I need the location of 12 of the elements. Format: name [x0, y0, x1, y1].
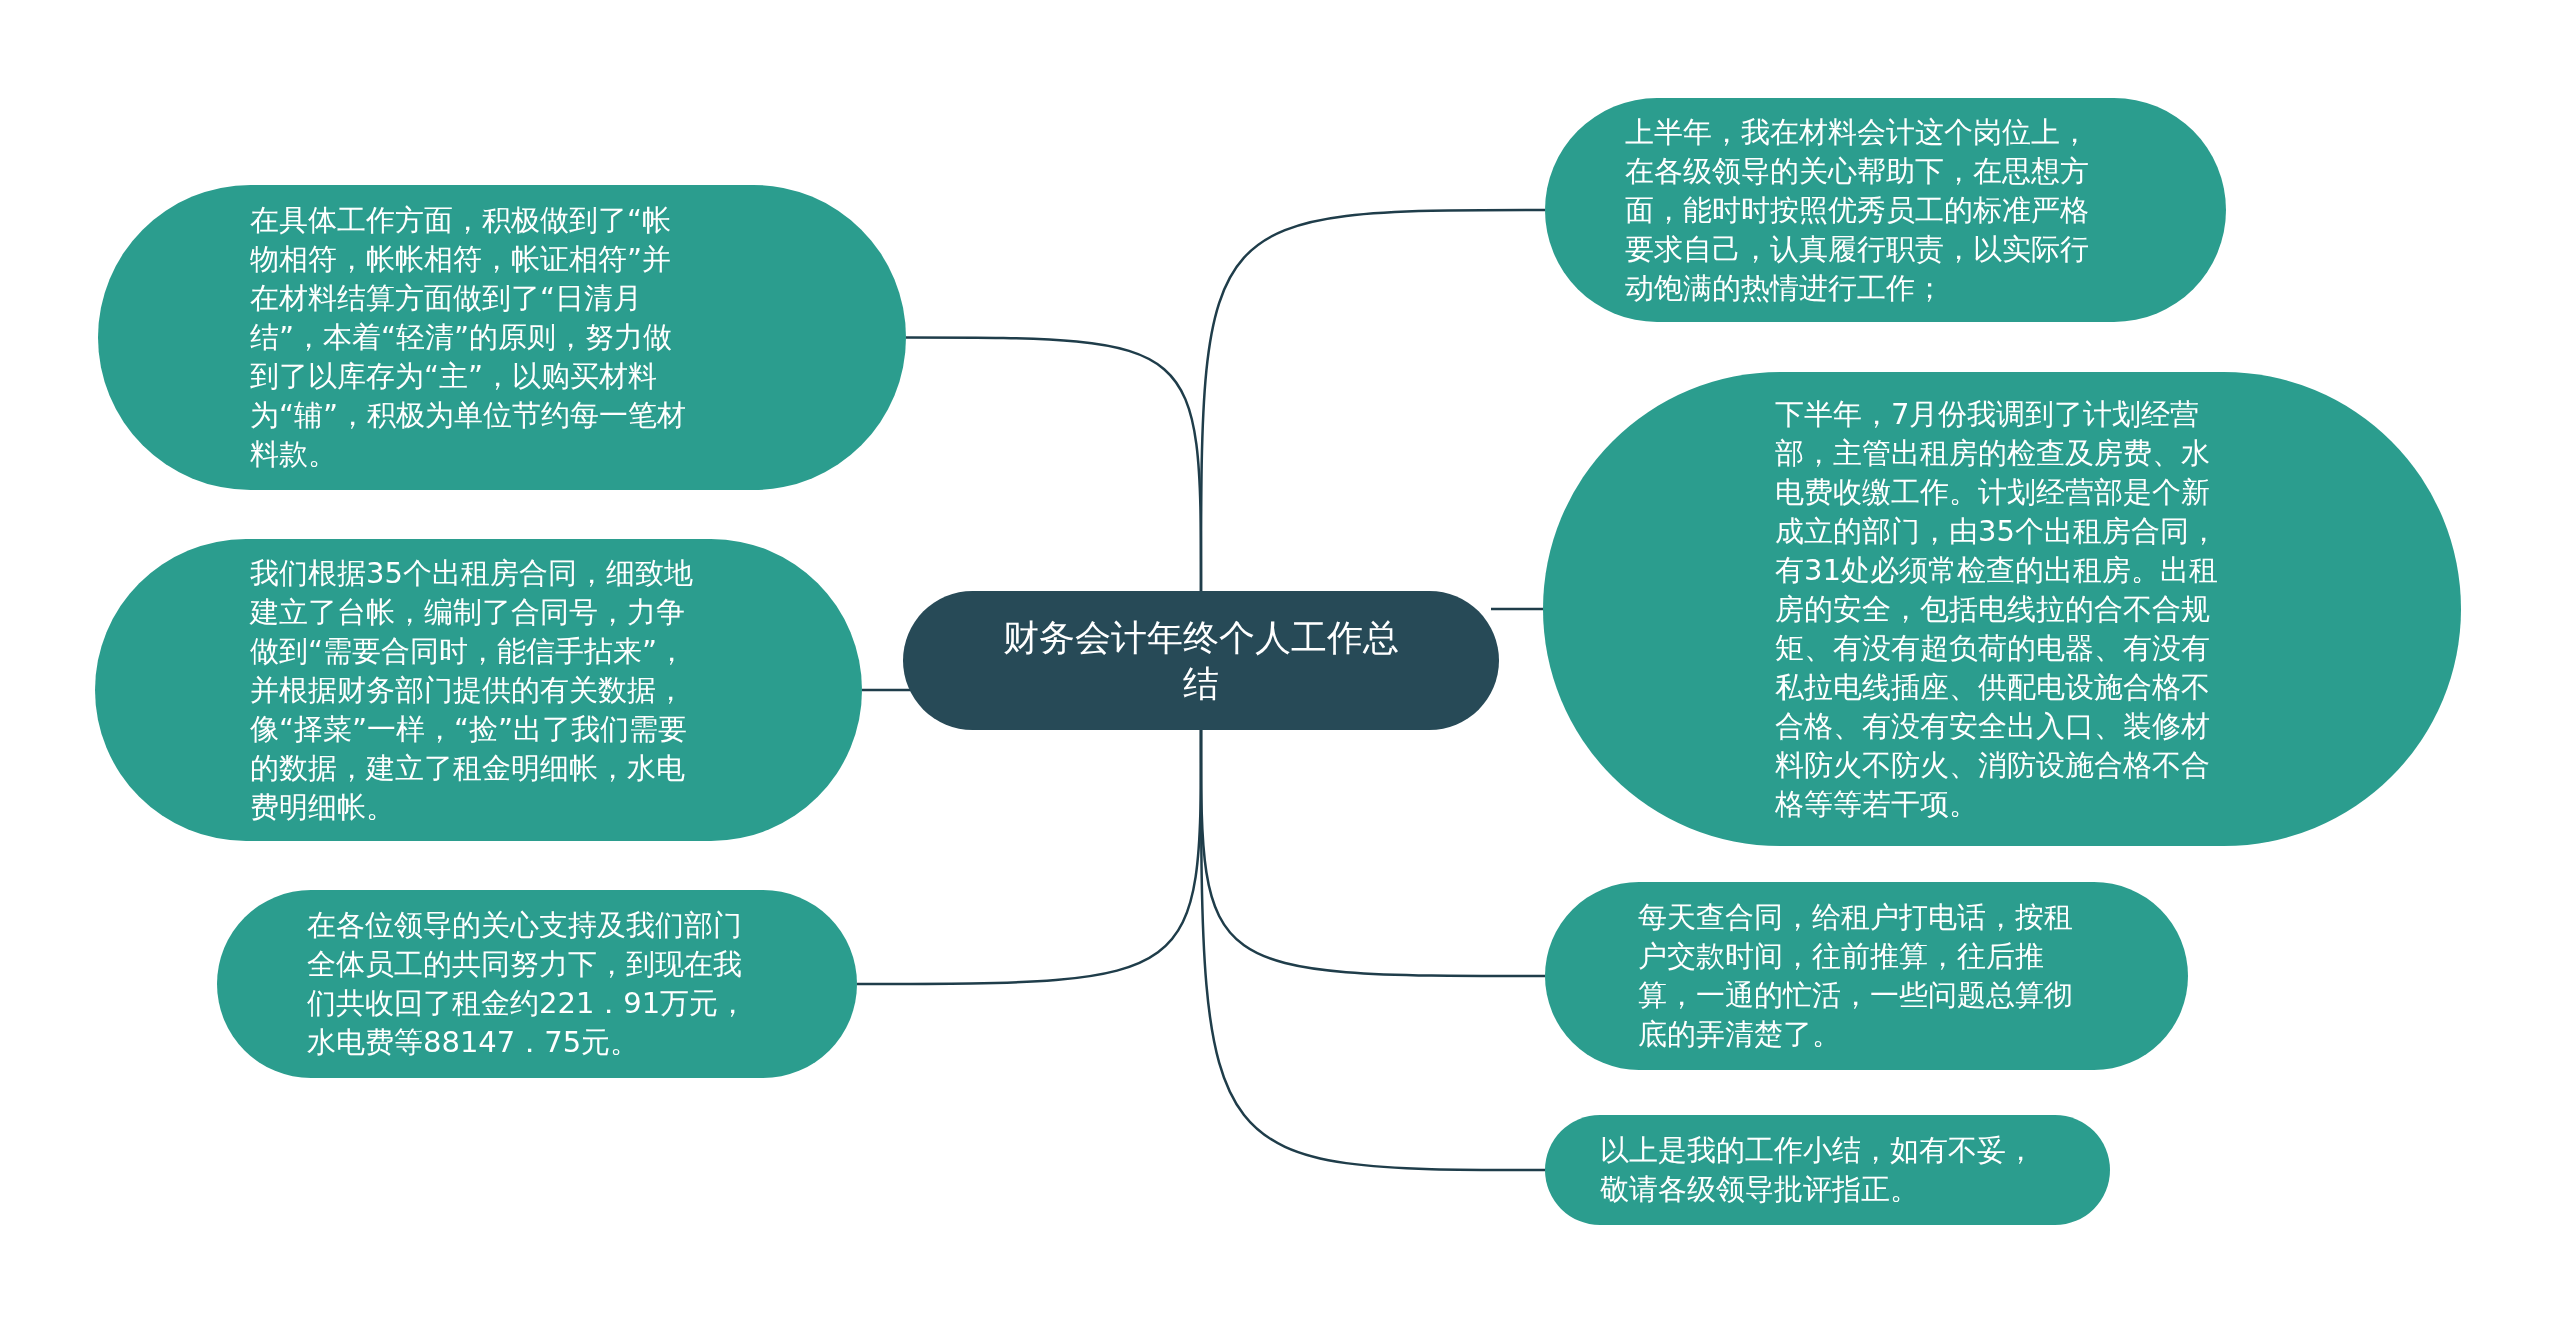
- topic-text: 在各位领导的关心支持及我们部门全体员工的共同努力下，到现在我们共收回了租金约221．91万元，水电费等88147．75元。: [307, 907, 749, 1061]
- topic-text: 在具体工作方面，积极做到了“帐物相符，帐帐相符，帐证相符”并在材料结算方面做到了“日清月结”，本着“轻清”的原则，努力做到了以库存为“主”，以购买材料为“辅”，积极为单位节约每一笔材料款。: [250, 202, 688, 473]
- connector-line: [1199, 208, 1545, 591]
- connector-line: [1491, 607, 1543, 611]
- topic-text: 我们根据35个出租房合同，细致地建立了台帐，编制了合同号，力争做到“需要合同时，能信手拈来”，并根据财务部门提供的有关数据，像“择菜”一样，“捡”出了我们需要的数据，建立了租金明细帐，水电费明细帐。: [250, 554, 694, 826]
- topic-text: 每天查合同，给租户打电话，按租户交款时间，往前推算，往后推算，一通的忙活，一些问题总算彻底的弄清楚了。: [1638, 899, 2074, 1053]
- connector-line: [1199, 730, 1545, 1172]
- topic-title: 财务会计年终个人工作总结: [1002, 615, 1400, 706]
- topic-text: 下半年，7月份我调到了计划经营部，主管出租房的检查及房费、水电费收缴工作。计划经营部是个新成立的部门，由35个出租房合同，有31处必须常检查的出租房。出租房的安全，包括电线拉的合不合规矩、有没有超负荷的电器、有没有私拉电线插座、供配电设施合格不合格、有没有安全出入口、装修材料防火不防火、消防设施合格不合格等等若干项。: [1775, 395, 2219, 823]
- topic-text: 上半年，我在材料会计这个岗位上，在各级领导的关心帮助下，在思想方面，能时时按照优秀员工的标准严格要求自己，认真履行职责，以实际行动饱满的热情进行工作；: [1625, 113, 2090, 307]
- topic-text: 以上是我的工作小结，如有不妥，敬请各级领导批评指正。: [1600, 1132, 2036, 1208]
- connector-line: [862, 688, 911, 692]
